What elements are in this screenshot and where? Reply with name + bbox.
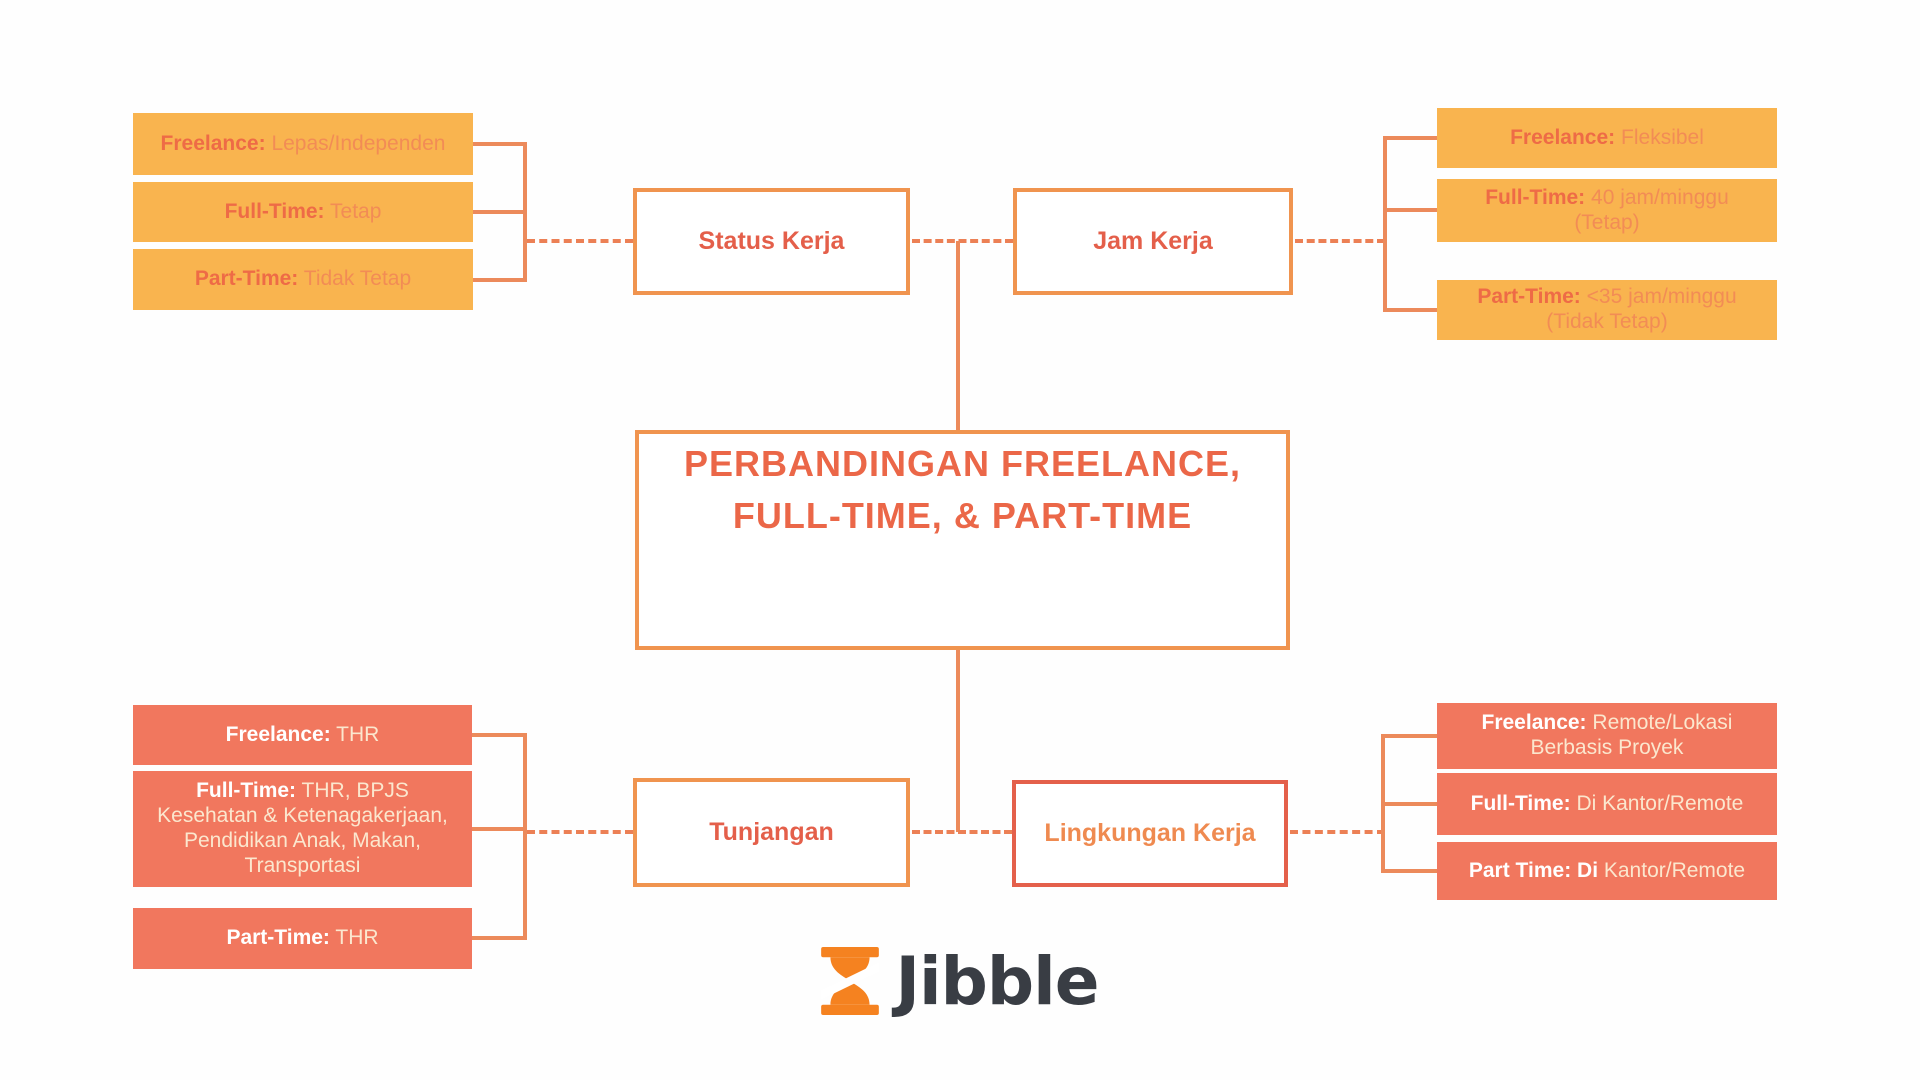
leaf-label: Part-Time: <box>194 267 299 291</box>
connector-line <box>1383 734 1437 738</box>
leaf-value: Lepas/Independen <box>271 131 446 155</box>
connector-line <box>473 142 525 146</box>
node-title: Lingkungan Kerja <box>1044 819 1256 847</box>
connector-line <box>1385 208 1437 212</box>
connector-line <box>472 827 525 831</box>
leaf-label: Full-Time: <box>196 779 297 803</box>
leaf-value: Tidak Tetap <box>303 267 412 291</box>
leaf-label: Part-Time: <box>1477 285 1581 309</box>
leaf-status-freelance: Freelance: Lepas/Independen <box>133 113 473 175</box>
node-jam-kerja: Jam Kerja <box>1013 188 1293 295</box>
leaf-lingkungan-parttime: Part Time: Di Kantor/Remote <box>1437 842 1777 900</box>
jibble-hourglass-icon <box>821 947 880 1015</box>
leaf-value: THR <box>336 722 380 746</box>
leaf-jam-fulltime: Full-Time: 40 jam/minggu (Tetap) <box>1437 179 1777 242</box>
leaf-label: Part-Time: <box>226 926 330 950</box>
leaf-status-fulltime: Full-Time: Tetap <box>133 182 473 242</box>
connector-line <box>473 210 525 214</box>
leaf-tunjangan-fulltime: Full-Time: THR, BPJS Kesehatan & Ketenag… <box>133 771 472 887</box>
leaf-tunjangan-parttime: Part-Time: THR <box>133 908 472 969</box>
leaf-label: Freelance: <box>1481 711 1587 735</box>
connector-line <box>523 142 527 282</box>
leaf-value: Remote/Lokasi Berbasis Proyek <box>1530 711 1733 759</box>
leaf-label: Freelance: <box>225 722 331 746</box>
connector-line <box>473 278 525 282</box>
leaf-tunjangan-freelance: Freelance: THR <box>133 705 472 765</box>
connector-dashed-line <box>912 239 1013 243</box>
connector-line <box>1383 136 1387 312</box>
leaf-jam-freelance: Freelance: Fleksibel <box>1437 108 1777 168</box>
brand-logo: Jibble <box>0 936 1920 1026</box>
central-title-box: PERBANDINGAN FREELANCE, FULL-TIME, & PAR… <box>635 430 1290 650</box>
leaf-value: Tetap <box>330 199 382 223</box>
leaf-value: 40 jam/minggu (Tetap) <box>1574 185 1729 234</box>
leaf-label: Full-Time: <box>1470 791 1571 815</box>
node-title: Jam Kerja <box>1093 227 1213 255</box>
leaf-value: Fleksibel <box>1621 125 1704 149</box>
leaf-label: Full-Time: <box>224 199 325 223</box>
leaf-label: Part Time: Di <box>1468 858 1599 882</box>
leaf-value: Kantor/Remote <box>1603 858 1746 882</box>
node-tunjangan: Tunjangan <box>633 778 910 887</box>
connector-line <box>1383 802 1437 806</box>
brand-name: Jibble <box>895 942 1099 1020</box>
connector-line <box>523 733 527 940</box>
leaf-value: THR <box>335 926 379 950</box>
leaf-label: Freelance: <box>1510 125 1616 149</box>
connector-line <box>1383 869 1437 873</box>
connector-dashed-line <box>1290 830 1385 834</box>
node-status-kerja: Status Kerja <box>633 188 910 295</box>
leaf-value: <35 jam/minggu (Tidak Tetap) <box>1546 285 1737 333</box>
connector-dashed-line <box>527 239 633 243</box>
node-title: Tunjangan <box>709 818 834 846</box>
connector-dashed-line <box>1295 239 1385 243</box>
leaf-status-parttime: Part-Time: Tidak Tetap <box>133 249 473 310</box>
leaf-jam-parttime: Part-Time: <35 jam/minggu (Tidak Tetap) <box>1437 280 1777 340</box>
connector-dashed-line <box>527 830 633 834</box>
connector-dashed-line <box>912 830 1012 834</box>
leaf-lingkungan-freelance: Freelance: Remote/Lokasi Berbasis Proyek <box>1437 703 1777 769</box>
connector-line <box>956 648 960 832</box>
connector-line <box>956 241 960 432</box>
connector-line <box>1385 136 1437 140</box>
node-title: Status Kerja <box>698 227 845 255</box>
leaf-value: Di Kantor/Remote <box>1576 791 1744 815</box>
leaf-label: Freelance: <box>160 131 266 155</box>
connector-line <box>1385 308 1437 312</box>
leaf-value: THR, BPJS Kesehatan & Ketenagakerjaan, P… <box>157 779 448 877</box>
connector-line <box>472 733 525 737</box>
leaf-label: Full-Time: <box>1485 185 1586 209</box>
node-lingkungan-kerja: Lingkungan Kerja <box>1012 780 1288 887</box>
diagram-title: PERBANDINGAN FREELANCE, FULL-TIME, & PAR… <box>683 442 1242 536</box>
leaf-lingkungan-fulltime: Full-Time: Di Kantor/Remote <box>1437 773 1777 835</box>
connector-line <box>472 936 525 940</box>
